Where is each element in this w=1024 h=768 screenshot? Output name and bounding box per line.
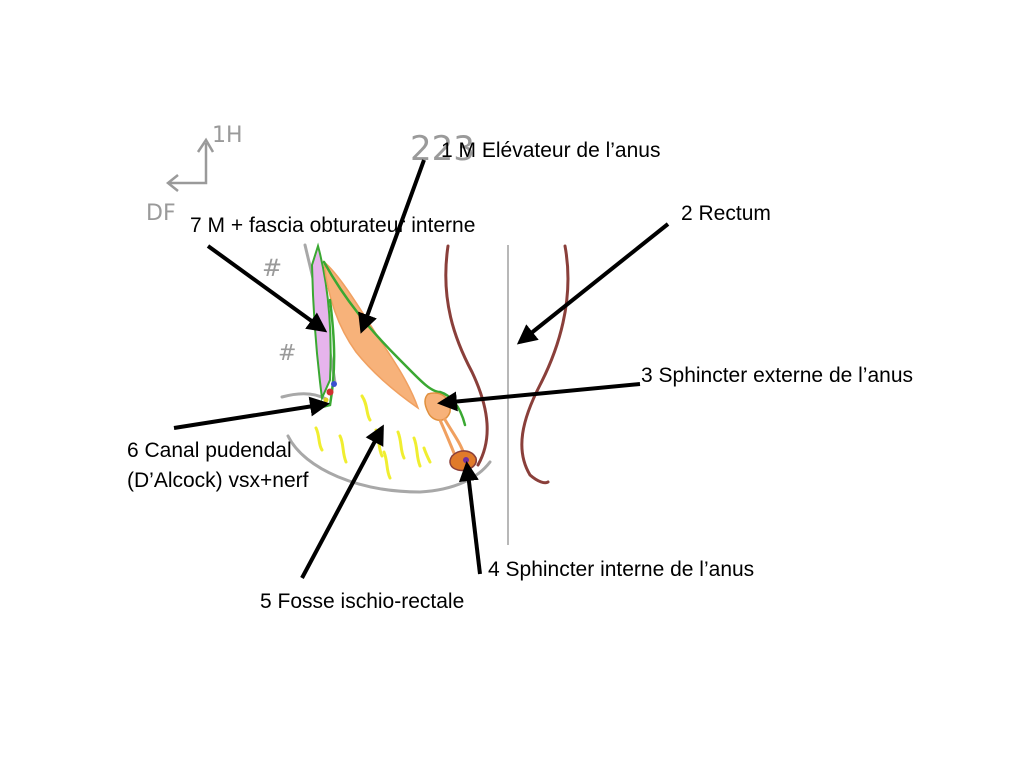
hash-mark-a: # bbox=[262, 254, 282, 282]
rectum-walls bbox=[444, 244, 570, 485]
orientation-sketch bbox=[165, 137, 215, 192]
pudendal-vessel-blue bbox=[331, 381, 337, 387]
pudendal-vessel-red bbox=[326, 388, 334, 396]
arrow-1 bbox=[358, 159, 426, 334]
axis-side-text: DF bbox=[146, 201, 176, 226]
pudendal-nerve-yellow bbox=[323, 397, 329, 403]
label-rectum: 2 Rectum bbox=[681, 202, 771, 225]
label-ischiorectal-fossa: 5 Fosse ischio-rectale bbox=[260, 590, 465, 613]
arrow-3 bbox=[437, 382, 641, 412]
internal-sphincter-vessel bbox=[463, 457, 469, 463]
hash-mark-b: # bbox=[278, 341, 296, 366]
axis-up-text: 1H bbox=[212, 123, 243, 148]
arrow-2 bbox=[516, 222, 670, 345]
label-pudendal-line1: 6 Canal pudendal bbox=[127, 439, 292, 462]
ischiorectal-fat-lobules bbox=[314, 394, 432, 480]
label-external-sphincter: 3 Sphincter externe de l’anus bbox=[641, 364, 914, 387]
page-number-scribble: 223 bbox=[410, 129, 475, 169]
arrow-7 bbox=[206, 244, 328, 333]
label-internal-sphincter: 4 Sphincter interne de l’anus bbox=[488, 558, 755, 581]
label-obturator: 7 M + fascia obturateur interne bbox=[190, 214, 476, 237]
arrow-4 bbox=[458, 461, 482, 575]
pointer-arrows bbox=[173, 159, 670, 579]
label-pudendal-line2: (D’Alcock) vsx+nerf bbox=[127, 469, 309, 492]
label-levator-ani: 1 M Elévateur de l’anus bbox=[441, 139, 661, 162]
external-sphincter-muscle bbox=[424, 392, 451, 421]
arrow-6 bbox=[173, 396, 330, 430]
arrow-5 bbox=[300, 424, 384, 579]
